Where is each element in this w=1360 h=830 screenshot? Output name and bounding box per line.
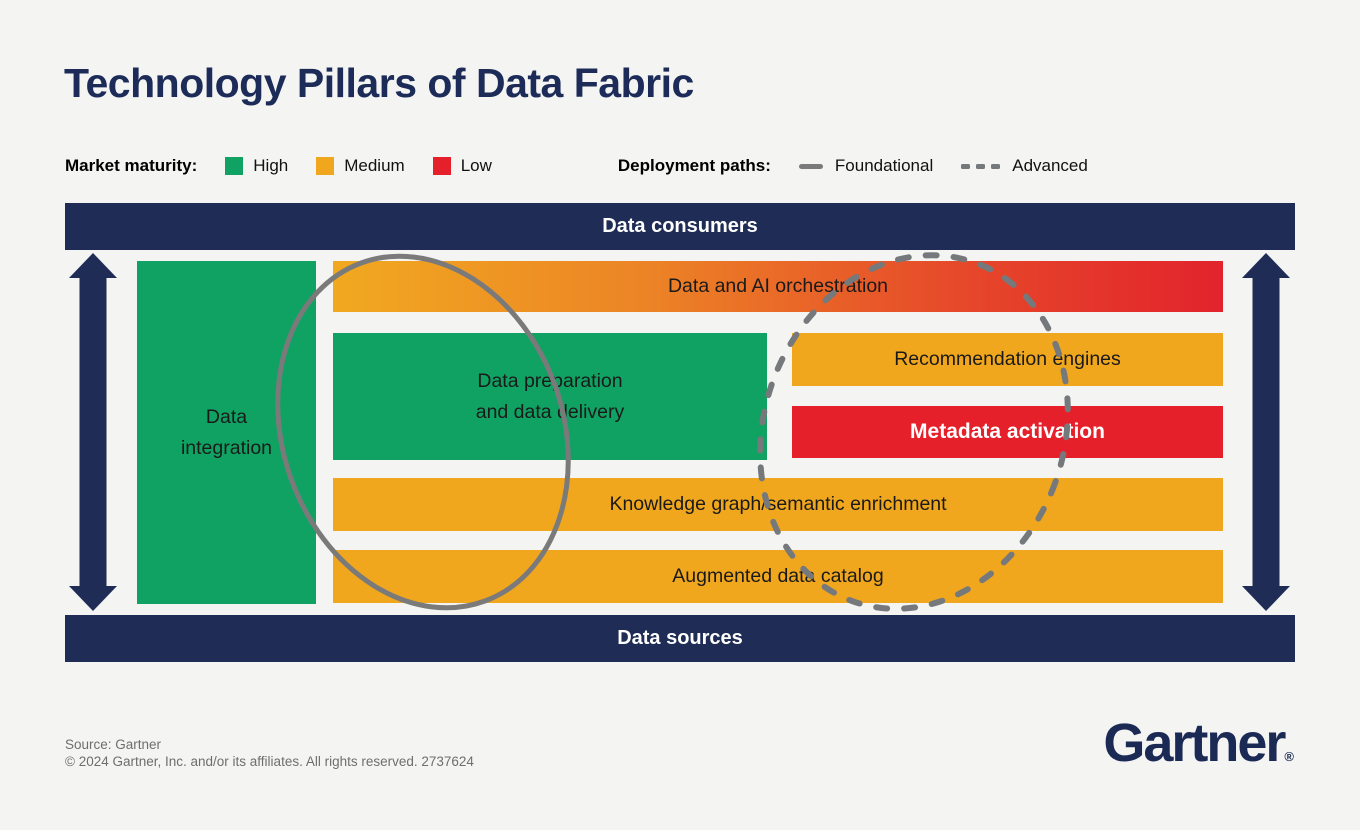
legend-item-low: Low	[432, 156, 492, 176]
gartner-logo: Gartner®	[1103, 716, 1294, 770]
page-title: Technology Pillars of Data Fabric	[64, 60, 694, 106]
metadata-activation-label: Metadata activation	[910, 419, 1105, 443]
deployment-paths-label: Deployment paths:	[617, 156, 771, 175]
maturity-medium-label: Medium	[344, 156, 405, 175]
augmented-data-catalog-label: Augmented data catalog	[672, 565, 884, 588]
maturity-low-label: Low	[460, 156, 492, 175]
pillar-data-integration: Data integration	[137, 261, 316, 604]
legend-item-advanced: Advanced	[961, 156, 1088, 176]
maturity-high-swatch-icon	[225, 157, 244, 175]
deployment-paths-legend: Deployment paths: Foundational Advanced	[618, 156, 1088, 176]
pillar-data-preparation-delivery: Data preparation and data delivery	[333, 333, 767, 460]
data-sources-label: Data sources	[617, 627, 743, 649]
footer: Source: Gartner © 2024 Gartner, Inc. and…	[65, 736, 474, 770]
advanced-label: Advanced	[1012, 156, 1088, 175]
recommendation-engines-label: Recommendation engines	[894, 348, 1121, 371]
maturity-high-label: High	[253, 156, 289, 175]
legend-item-foundational: Foundational	[798, 156, 934, 176]
legend: Market maturity: High Medium Low Deploym…	[65, 152, 1295, 180]
pillar-augmented-data-catalog: Augmented data catalog	[333, 550, 1223, 603]
data-sources-bar: Data sources	[65, 615, 1295, 662]
advanced-dashed-line-icon	[961, 163, 1001, 169]
market-maturity-label: Market maturity:	[65, 156, 198, 175]
data-preparation-label: Data preparation and data delivery	[475, 370, 625, 423]
data-consumers-label: Data consumers	[602, 215, 758, 237]
legend-item-medium: Medium	[316, 156, 405, 176]
pillar-data-ai-orchestration: Data and AI orchestration	[333, 261, 1223, 312]
foundational-solid-line-icon	[798, 163, 823, 169]
foundational-label: Foundational	[834, 156, 934, 175]
pillar-metadata-activation: Metadata activation	[792, 406, 1223, 458]
gartner-logo-text: Gartner	[1103, 713, 1286, 773]
pillar-recommendation-engines: Recommendation engines	[792, 333, 1223, 386]
source-line: Source: Gartner	[65, 737, 162, 752]
maturity-medium-swatch-icon	[316, 157, 335, 175]
right-vertical-double-arrow-icon	[1242, 253, 1290, 611]
copyright-line: © 2024 Gartner, Inc. and/or its affiliat…	[65, 754, 474, 769]
pillar-knowledge-graph: Knowledge graph/semantic enrichment	[333, 478, 1223, 531]
left-vertical-double-arrow-icon	[69, 253, 117, 611]
maturity-low-swatch-icon	[432, 157, 451, 175]
registered-mark-icon: ®	[1284, 749, 1294, 764]
market-maturity-legend: Market maturity: High Medium Low	[65, 156, 492, 176]
data-consumers-bar: Data consumers	[65, 203, 1295, 250]
data-ai-orchestration-label: Data and AI orchestration	[667, 275, 889, 298]
knowledge-graph-label: Knowledge graph/semantic enrichment	[609, 493, 947, 516]
legend-item-high: High	[225, 156, 288, 176]
data-integration-label: Data integration	[180, 406, 273, 459]
